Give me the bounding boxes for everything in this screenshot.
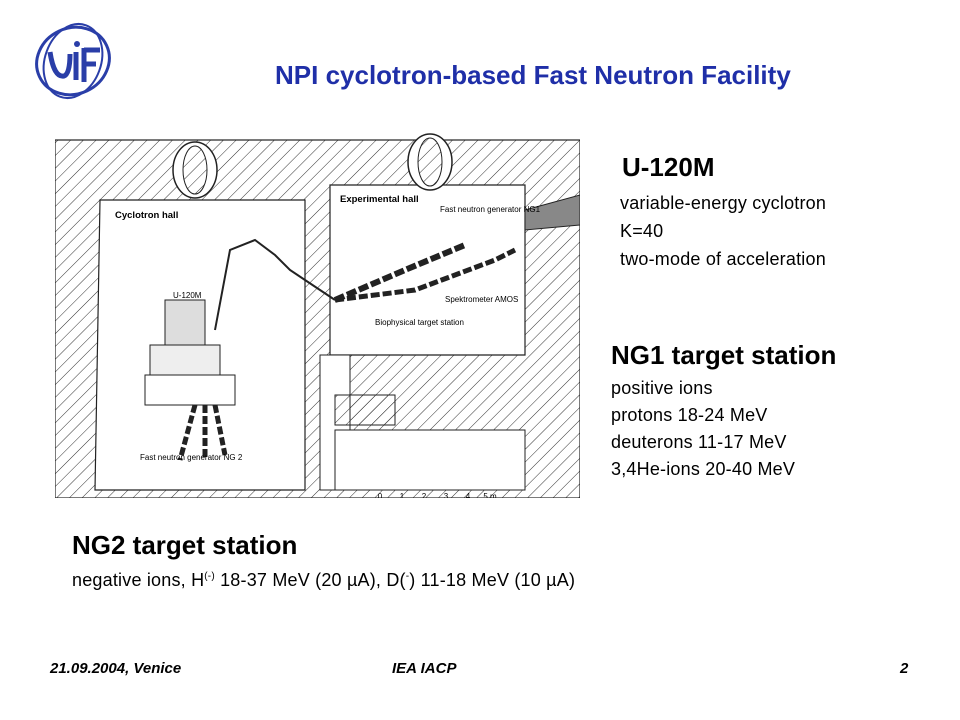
label-ng1: Fast neutron generator NG1 — [440, 205, 541, 214]
institute-logo — [35, 23, 111, 99]
ng1-line-4: 3,4He-ions 20-40 MeV — [611, 459, 796, 479]
ng2-sup-b: - — [405, 571, 410, 582]
scale-tick-label: 1 — [400, 492, 405, 498]
scale-ticks: 0 1 2 3 4 5 m — [378, 492, 497, 498]
label-cyclotron-hall: Cyclotron hall — [115, 210, 178, 221]
facility-floor-plan: Cyclotron hall Experimental hall U-120M … — [55, 133, 580, 498]
slide-title: NPI cyclotron-based Fast Neutron Facilit… — [275, 60, 791, 90]
ng2-text-c: ) 11-18 MeV (10 µA) — [409, 570, 576, 590]
footer-event: IEA IACP — [392, 660, 457, 677]
u120m-heading: U-120M — [622, 152, 715, 182]
ng2-heading: NG2 target station — [72, 530, 298, 560]
u120m-line-3: two-mode of acceleration — [620, 249, 826, 269]
label-biophysical: Biophysical target station — [375, 318, 464, 327]
footer-date-place: 21.09.2004, Venice — [50, 660, 182, 677]
ng1-line-2: protons 18-24 MeV — [611, 405, 768, 425]
label-spectrometer: Spektrometer AMOS — [445, 295, 518, 304]
scale-tick-label: 5 m — [483, 492, 497, 498]
scale-tick-label: 0 — [378, 492, 383, 498]
label-u120m: U-120M — [173, 291, 202, 300]
label-experimental-hall: Experimental hall — [340, 194, 419, 205]
footer-page-number: 2 — [900, 660, 909, 677]
ng2-description: negative ions, H(-) 18-37 MeV (20 µA), D… — [72, 570, 575, 591]
ng2-text-a: negative ions, H — [72, 570, 205, 590]
u120m-line-2: K=40 — [620, 221, 664, 241]
u120m-line-1: variable-energy cyclotron — [620, 193, 827, 213]
ng1-line-3: deuterons 11-17 MeV — [611, 432, 787, 452]
ng2-sup-a: (-) — [204, 571, 215, 582]
ng1-line-1: positive ions — [611, 378, 713, 398]
scale-tick-label: 2 — [422, 492, 427, 498]
ng2-text-b: 18-37 MeV (20 µA), D( — [214, 570, 406, 590]
scale-tick-label: 4 — [466, 492, 471, 498]
scale-tick-label: 3 — [444, 492, 449, 498]
ng1-heading: NG1 target station — [611, 340, 837, 370]
label-ng2: Fast neutron generator NG 2 — [140, 453, 243, 462]
